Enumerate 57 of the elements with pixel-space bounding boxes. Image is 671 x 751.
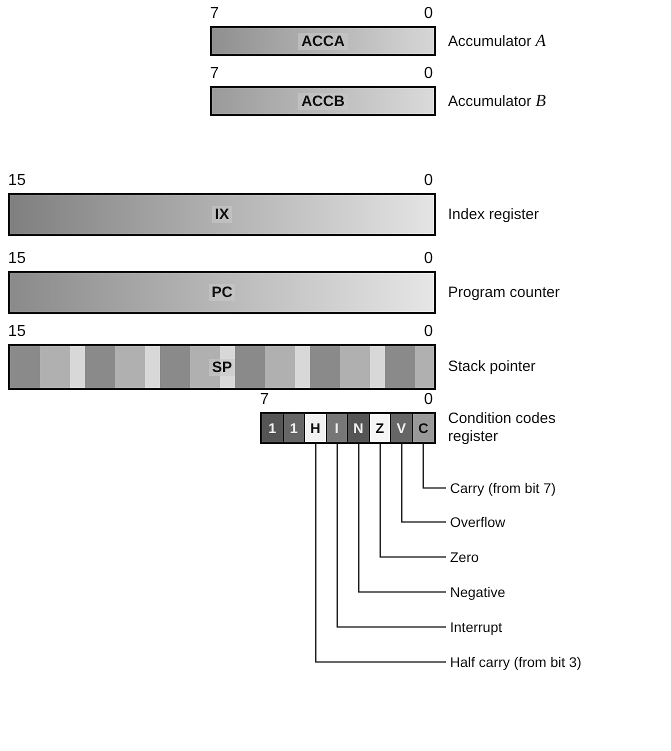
register-bar [8, 193, 436, 236]
bit-number: 0 [424, 324, 433, 340]
leader-line [401, 444, 446, 523]
bit-number: 15 [8, 251, 26, 267]
flag-description: Interrupt [450, 618, 502, 636]
register-name: IX [212, 206, 232, 223]
flag-letter: 1 [290, 420, 298, 436]
flag-bit-cell [262, 414, 284, 442]
bit-number: 0 [424, 392, 433, 408]
flag-description: Carry (from bit 7) [450, 479, 556, 497]
flag-letter: N [353, 420, 364, 436]
register-name: ACCA [298, 32, 348, 50]
flag-description: Negative [450, 583, 506, 601]
flag-bit-cell [305, 414, 326, 442]
register-bar [210, 86, 436, 116]
bit-number: 7 [260, 392, 269, 408]
register-bar [8, 344, 436, 390]
bit-number: 15 [8, 173, 26, 189]
register-name: ACCB [298, 92, 348, 110]
leader-line [422, 444, 446, 489]
flag-description: Half carry (from bit 3) [450, 653, 582, 671]
flag-bit-cell [326, 414, 348, 442]
bit-number: 0 [424, 6, 433, 22]
flag-letter: H [310, 420, 320, 436]
register-name: SP [208, 358, 235, 376]
flag-bit-cell [391, 414, 412, 442]
bit-number: 0 [424, 66, 433, 82]
flag-letter: Z [375, 420, 384, 436]
flag-bit-cell [348, 414, 370, 442]
register-description: Accumulator B [448, 92, 547, 111]
flag-letter: V [396, 420, 406, 436]
leader-line [336, 444, 446, 628]
register-bar [260, 412, 436, 444]
register-description: Index register [448, 206, 540, 224]
register-bar [8, 271, 436, 314]
flag-letter: C [418, 420, 428, 436]
bit-number: 15 [8, 324, 26, 340]
register-description: Stack pointer [448, 358, 537, 376]
register-description: Condition codes register [448, 410, 557, 446]
flag-description: Zero [450, 548, 479, 566]
register-bar [210, 26, 436, 56]
bit-number: 0 [424, 173, 433, 189]
flag-bit-cell [370, 414, 391, 442]
register-description: Program counter [448, 284, 561, 302]
register-name: PC [208, 284, 236, 301]
bit-number: 7 [210, 66, 219, 82]
flag-bit-cell [412, 414, 434, 442]
bit-number: 7 [210, 6, 219, 22]
flag-letter: I [334, 420, 339, 436]
flag-description: Overflow [450, 513, 506, 531]
leader-line [358, 444, 446, 593]
leader-line [315, 444, 446, 663]
leader-line [380, 444, 446, 558]
register-description: Accumulator A [448, 32, 547, 51]
flag-letter: 1 [268, 420, 276, 436]
bit-number: 0 [424, 251, 433, 267]
flag-bit-cell [284, 414, 305, 442]
